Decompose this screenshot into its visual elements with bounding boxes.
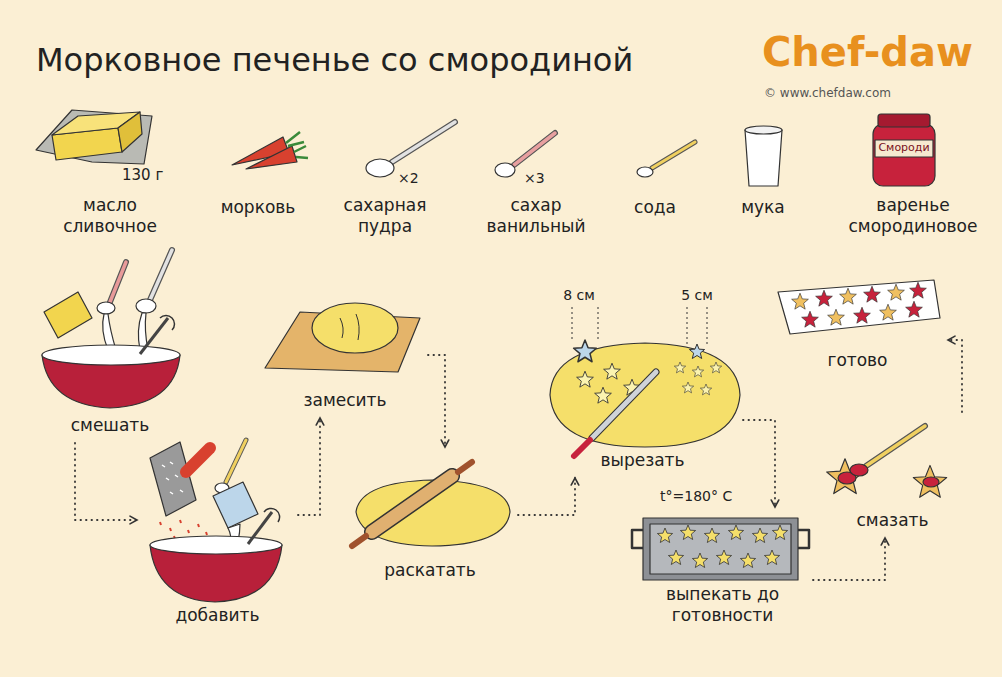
step-group: готово: [770, 270, 945, 375]
step-group: смазать: [815, 415, 970, 535]
ingredient-label: 5 см: [674, 287, 720, 305]
dotted-line: [518, 478, 575, 515]
flour-glass: [745, 126, 782, 186]
roll-illustration: [352, 462, 510, 546]
step-label: вырезать: [600, 450, 684, 471]
ingredient-label: Chef-daw: [762, 30, 994, 74]
arrow-head: [130, 516, 137, 524]
dotted-line: [75, 443, 137, 520]
step-group: добавить: [140, 445, 295, 630]
carrot-icon: [232, 132, 308, 169]
arrow-head: [571, 478, 579, 485]
step-group: раскатать: [345, 450, 515, 585]
step-label: готово: [827, 350, 887, 371]
recipe-title: Морковное печенье со смородиной: [36, 40, 633, 80]
ingredient-label: морковь: [208, 197, 308, 218]
flow-connector: [743, 420, 779, 507]
ingredient-label: © www.chefdaw.com: [764, 86, 964, 101]
flow-connector: [518, 478, 579, 515]
ingredient-label: t°=180° C: [660, 488, 764, 506]
jam-jar: [873, 114, 935, 186]
flow-connector: [428, 355, 449, 447]
step-label: добавить: [175, 605, 259, 626]
butter-icon: [36, 110, 152, 164]
step-group: смешать: [30, 280, 190, 440]
arrow-head: [316, 418, 324, 425]
dotted-line: [743, 420, 775, 507]
spoon-icon: [637, 142, 695, 177]
ingredient-label: мука: [728, 197, 798, 218]
ingredient-label: ×2: [398, 170, 430, 188]
spoon-icon: [366, 122, 455, 177]
step-label: раскатать: [384, 560, 475, 581]
flow-connector: [75, 443, 137, 524]
ingredient-label: сода: [620, 197, 690, 218]
step-label: выпекать до готовности: [653, 584, 793, 627]
bake-illustration: [632, 518, 809, 580]
flow-connector: [948, 336, 962, 412]
step-group: выпекать до готовности: [635, 510, 810, 630]
step-label: смешать: [71, 415, 150, 436]
flow-connector: [298, 418, 324, 515]
flow-connector: [813, 538, 889, 580]
arrow-head: [441, 440, 449, 447]
ingredient-label: 130 г: [122, 166, 182, 185]
ingredient-label: ×3: [524, 170, 556, 188]
add-illustration: [150, 440, 282, 602]
arrow-head: [948, 336, 955, 344]
dotted-line: [813, 538, 885, 580]
ingredient-label: сахар ванильный: [476, 195, 596, 238]
ingredient-label: 8 см: [556, 287, 602, 305]
arrow-head: [771, 500, 779, 507]
spread-illustration: [827, 426, 947, 497]
ingredient-label: сахарная пудра: [332, 195, 438, 238]
plate-illustration: [778, 280, 940, 334]
step-label: смазать: [857, 510, 929, 531]
mix-illustration: [42, 250, 180, 408]
ingredient-label: Смороди: [875, 141, 933, 155]
step-group: замесить: [265, 290, 425, 415]
ingredient-label: варенье смородиновое: [836, 195, 990, 238]
dotted-line: [428, 355, 445, 447]
dotted-line: [948, 340, 962, 412]
knead-illustration: [265, 303, 420, 372]
dotted-line: [298, 418, 320, 515]
cut-illustration: [550, 307, 740, 456]
step-label: замесить: [303, 390, 386, 411]
ingredient-label: масло сливочное: [52, 195, 168, 238]
step-group: вырезать: [545, 340, 740, 475]
arrow-head: [881, 538, 889, 545]
